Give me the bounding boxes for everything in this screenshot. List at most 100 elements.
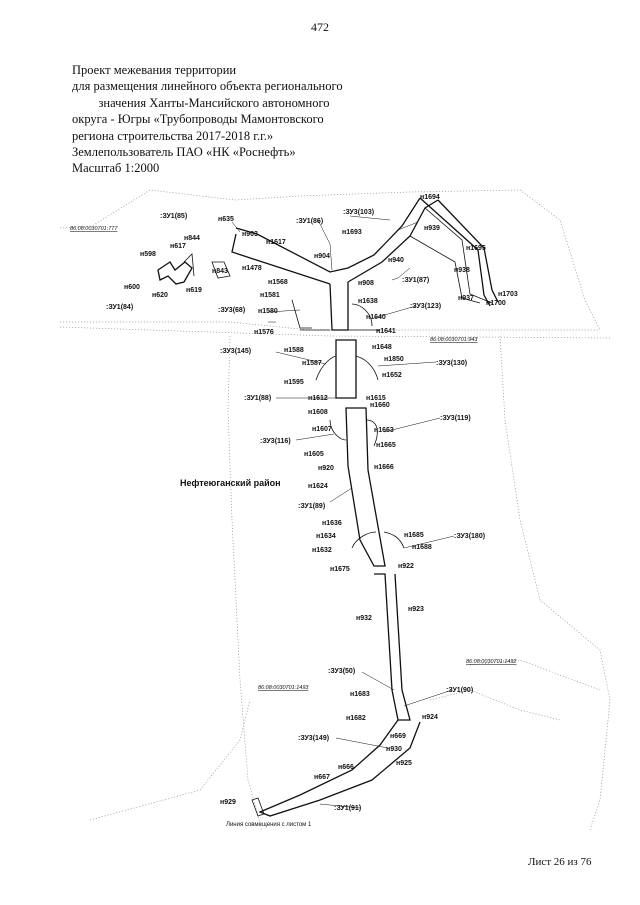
point-label: н1850 bbox=[384, 356, 404, 363]
zone-label: :ЗУ3(180) bbox=[454, 533, 485, 540]
point-label: н844 bbox=[184, 235, 200, 242]
zone-label: :ЗУ3(103) bbox=[343, 209, 374, 216]
point-label: н1666 bbox=[374, 464, 394, 471]
point-label: н598 bbox=[140, 251, 156, 258]
zone-label: :ЗУ3(116) bbox=[260, 438, 291, 445]
point-label: н1660 bbox=[370, 402, 390, 409]
point-label: н1615 bbox=[366, 395, 386, 402]
point-label: н1663 bbox=[374, 427, 394, 434]
point-label: н923 bbox=[408, 606, 424, 613]
point-label: н937 bbox=[458, 295, 474, 302]
zone-label: :ЗУ1(91) bbox=[334, 805, 361, 812]
zone-label: :ЗУ1(84) bbox=[106, 304, 133, 311]
zone-label: :ЗУ3(130) bbox=[436, 360, 467, 367]
page-number: 472 bbox=[311, 20, 329, 34]
point-label: н939 bbox=[424, 225, 440, 232]
zone-label: :ЗУ3(149) bbox=[298, 735, 329, 742]
cadastral-label-943: 86:08:0030701:943 bbox=[430, 337, 478, 343]
point-label: н1641 bbox=[376, 328, 396, 335]
point-label: н1612 bbox=[308, 395, 328, 402]
point-label: н1652 bbox=[382, 372, 402, 379]
zone-label: :ЗУ1(85) bbox=[160, 213, 187, 220]
point-label: н1588 bbox=[284, 347, 304, 354]
title-line-3: значения Ханты-Мансийского автономного bbox=[98, 95, 330, 110]
cadastral-label-777: 86:08:0030701:777 bbox=[70, 226, 118, 232]
point-label: н1605 bbox=[304, 451, 324, 458]
point-label: н1693 bbox=[342, 229, 362, 236]
point-label: н1682 bbox=[346, 715, 366, 722]
zone-label: :ЗУ1(87) bbox=[402, 277, 429, 284]
zone-label: :ЗУ1(89) bbox=[298, 503, 325, 510]
point-label: н904 bbox=[314, 253, 330, 260]
title-line-1: Проект межевания территории bbox=[72, 63, 237, 77]
zone-label: :ЗУ1(86) bbox=[296, 218, 323, 225]
zone-label: :ЗУ3(119) bbox=[440, 415, 471, 422]
title-block: Проект межевания территории для размещен… bbox=[72, 62, 356, 177]
zone-label: :ЗУ1(88) bbox=[244, 395, 271, 402]
point-label: н940 bbox=[388, 257, 404, 264]
point-label: н617 bbox=[170, 243, 186, 250]
pipeline-corridor bbox=[211, 197, 499, 817]
point-label: н1478 bbox=[242, 265, 262, 272]
point-label: н930 bbox=[386, 746, 402, 753]
point-label: н1608 bbox=[308, 409, 328, 416]
point-label: н929 bbox=[220, 799, 236, 806]
point-label: н1688 bbox=[412, 544, 432, 551]
point-label: н1700 bbox=[486, 300, 506, 307]
title-line-6: Землепользователь ПАО «НК «Роснефть» bbox=[72, 145, 296, 160]
point-label: н1675 bbox=[330, 566, 350, 573]
point-label: н925 bbox=[396, 760, 412, 767]
point-label: н1568 bbox=[268, 279, 288, 286]
zone-label: :ЗУ1(90) bbox=[446, 687, 473, 694]
zone-label: :ЗУ3(68) bbox=[218, 307, 245, 314]
zone-label: :ЗУ3(50) bbox=[328, 668, 355, 675]
zone-label: :ЗУ3(123) bbox=[410, 303, 441, 310]
point-label: н1587 bbox=[302, 360, 322, 367]
point-label: н1640 bbox=[366, 314, 386, 321]
point-label: н1665 bbox=[376, 442, 396, 449]
point-label: н1694 bbox=[420, 194, 440, 201]
point-label: н1595 bbox=[284, 379, 304, 386]
point-label: н924 bbox=[422, 714, 438, 721]
cadastral-label-1493: 86:08:0030701:1493 bbox=[258, 685, 309, 691]
point-label: н1632 bbox=[312, 547, 332, 554]
region-label: Нефтеюганский район bbox=[180, 478, 281, 488]
point-label: н1617 bbox=[266, 239, 286, 246]
point-label: н1636 bbox=[322, 520, 342, 527]
point-label: н903 bbox=[242, 231, 258, 238]
zone-label: :ЗУ3(145) bbox=[220, 348, 251, 355]
point-label: н1703 bbox=[498, 291, 518, 298]
point-label: н938 bbox=[454, 267, 470, 274]
point-label: н1638 bbox=[358, 298, 378, 305]
point-label: н1607 bbox=[312, 426, 332, 433]
title-line-7: Масштаб 1:2000 bbox=[72, 161, 160, 176]
point-label: н667 bbox=[314, 774, 330, 781]
point-label: н920 bbox=[318, 465, 334, 472]
point-label: н1634 bbox=[316, 533, 336, 540]
territory-boundaries bbox=[59, 189, 611, 831]
plot-zu1-84 bbox=[157, 253, 195, 285]
point-label: н1648 bbox=[372, 344, 392, 351]
leader-lines bbox=[231, 215, 455, 809]
point-label: н1695 bbox=[466, 245, 486, 252]
title-line-5: региона строительства 2017-2018 г.г.» bbox=[72, 128, 274, 143]
point-label: н600 bbox=[124, 284, 140, 291]
sheet-number: Лист 26 из 76 bbox=[528, 856, 592, 868]
cadastral-label-1492: 86:08:0030701:1492 bbox=[466, 659, 516, 665]
point-label: н1576 bbox=[254, 329, 274, 336]
title-line-2: для размещения линейного объекта региона… bbox=[72, 79, 343, 94]
point-label: н1683 bbox=[350, 691, 370, 698]
point-label: н1580 bbox=[258, 308, 278, 315]
sheet-join-label: Линия совмещения с листом 1 bbox=[226, 822, 312, 828]
point-label: н1685 bbox=[404, 532, 424, 539]
point-label: н635 bbox=[218, 216, 234, 223]
point-label: н843 bbox=[212, 268, 228, 275]
point-label: н1624 bbox=[308, 483, 328, 490]
point-label: н1581 bbox=[260, 292, 280, 299]
point-label: н932 bbox=[356, 615, 372, 622]
title-line-4: округа - Югры «Трубопроводы Мамонтовског… bbox=[72, 112, 324, 127]
point-label: н619 bbox=[186, 287, 202, 294]
point-label: н908 bbox=[358, 280, 374, 287]
point-label: н666 bbox=[338, 764, 354, 771]
